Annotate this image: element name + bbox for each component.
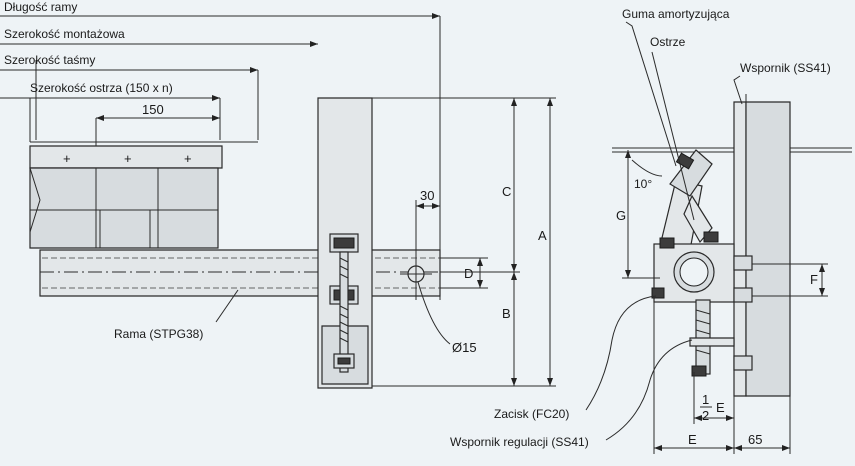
clamp-leader xyxy=(585,295,657,411)
dimension-D xyxy=(440,257,488,289)
rubber-label: Guma amortyzująca xyxy=(622,7,730,21)
dim-E-label: E xyxy=(688,432,697,447)
angle-arc xyxy=(631,159,663,177)
belt-edge-lines xyxy=(29,60,37,142)
bracket-plate xyxy=(733,101,791,397)
dim-C-label: C xyxy=(502,184,511,199)
bracket-label: Wspornik (SS41) xyxy=(740,61,831,75)
dim-B-label: B xyxy=(502,306,511,321)
dimension-E-65 xyxy=(653,302,791,454)
blade-mark: + xyxy=(184,151,192,166)
blade-width-dimension xyxy=(0,95,221,140)
blade-width-label: Szerokość ostrza (150 x n) xyxy=(30,81,173,95)
adjust-leader xyxy=(605,339,693,441)
dim-150-label: 150 xyxy=(142,102,164,117)
frame-label: Rama (STPG38) xyxy=(114,327,203,341)
blade-leader xyxy=(651,51,695,221)
clamp-label: Zacisk (FC20) xyxy=(494,407,569,421)
dimension-F xyxy=(752,263,828,297)
dim-D-label: D xyxy=(464,266,473,281)
adjust-bracket-label: Wspornik regulacji (SS41) xyxy=(450,435,589,449)
blade-mark: + xyxy=(124,151,132,166)
hole-leader xyxy=(417,281,451,345)
dim-G-label: G xyxy=(616,208,626,223)
angle-label: 10° xyxy=(634,177,652,191)
frame-tube xyxy=(39,249,441,297)
clamp-assembly xyxy=(651,231,753,377)
dimension-30 xyxy=(416,203,440,209)
dimension-150 xyxy=(95,115,220,150)
blade-row xyxy=(29,145,223,249)
dimension-half-E xyxy=(693,372,735,454)
blade-mark: + xyxy=(63,151,71,166)
dimension-G xyxy=(622,150,660,279)
frame-leader xyxy=(215,289,239,323)
dimension-lines-ABC xyxy=(372,97,556,387)
half-numerator: 1 xyxy=(702,392,709,407)
bolt-assembly xyxy=(329,233,359,373)
frame-length-label: Długość ramy xyxy=(4,0,77,14)
dim-30-label: 30 xyxy=(420,188,434,203)
blade-label: Ostrze xyxy=(650,35,686,49)
mounting-width-dimension xyxy=(0,41,318,47)
belt-width-label: Szerokość taśmy xyxy=(4,53,95,67)
belt-width-dimension xyxy=(0,67,259,140)
half-denominator: 2 xyxy=(702,408,709,423)
bracket-leader xyxy=(733,75,743,105)
mounting-width-label: Szerokość montażowa xyxy=(4,27,125,41)
dim-A-label: A xyxy=(538,228,547,243)
hole-dim-label: Ø15 xyxy=(452,340,477,355)
rubber-leader xyxy=(625,21,677,167)
dim-F-label: F xyxy=(810,272,818,287)
half-E-label: E xyxy=(716,400,725,415)
dim-65-label: 65 xyxy=(748,432,762,447)
